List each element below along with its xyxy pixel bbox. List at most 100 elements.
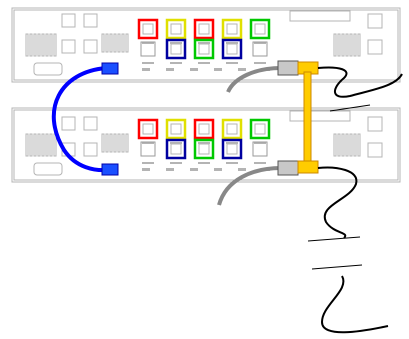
module-label-mark [226, 142, 238, 144]
module-label-mark [142, 142, 154, 144]
black-cord-upper [317, 66, 403, 98]
vent-slot [49, 33, 53, 57]
vent-slot [29, 133, 33, 157]
module-block-bottom-5 [252, 41, 268, 57]
vent-slot [25, 33, 29, 57]
vent-slot [337, 33, 341, 57]
vent-slot [41, 133, 45, 157]
blue-link-cable [51, 66, 109, 173]
module-label-mark [226, 162, 238, 164]
vent-slot [117, 133, 121, 153]
break-mark-lower [311, 264, 363, 270]
blue-connector-upper [101, 62, 119, 75]
vent-slot [105, 33, 109, 53]
upper-serial-connector [33, 62, 63, 76]
module-label-mark [254, 62, 266, 64]
lower-serial-connector [33, 162, 63, 176]
vent-slot [109, 133, 113, 153]
module-block-bottom-4 [221, 38, 243, 60]
vent-slot [117, 33, 121, 53]
module-label-mark [226, 62, 238, 64]
pictogram-mark [166, 68, 174, 71]
pictogram-mark [238, 68, 246, 71]
pictogram-mark [238, 168, 246, 171]
power-plug-upper [277, 60, 299, 76]
module-block-bottom-3 [193, 138, 215, 160]
module-block-bottom-1 [140, 41, 156, 57]
vent-slot [353, 33, 357, 57]
module-block-bottom-5 [252, 141, 268, 157]
module-block-bottom-3 [193, 38, 215, 60]
upper-right-vent [333, 33, 361, 57]
module-port [198, 43, 210, 55]
module-port [198, 143, 210, 155]
lower-module-blocks [137, 118, 271, 171]
module-block-bottom-1 [140, 141, 156, 157]
chassis-lower [11, 107, 401, 183]
yellow-bridge-bottom [297, 160, 319, 174]
vent-slot [25, 133, 29, 157]
lower-left-vent [25, 133, 129, 157]
module-label-mark [142, 62, 154, 64]
module-block-top-5 [249, 18, 271, 40]
vent-slot [121, 133, 125, 153]
module-port [226, 123, 238, 135]
module-port [142, 123, 154, 135]
module-label-mark [254, 162, 266, 164]
module-block-bottom-2 [165, 138, 187, 160]
black-cord-tail [320, 275, 389, 334]
module-block-top-2 [165, 118, 187, 140]
module-label-mark [170, 42, 182, 44]
black-cord-lower [317, 166, 358, 239]
vent-slot [341, 133, 345, 157]
module-port [198, 123, 210, 135]
module-block-top-5 [249, 118, 271, 140]
module-block-top-4 [221, 18, 243, 40]
module-block-bottom-4 [221, 138, 243, 160]
vent-slot [349, 133, 353, 157]
vent-slot [113, 133, 117, 153]
module-label-mark [142, 42, 154, 44]
vent-slot [125, 33, 129, 53]
vent-slot [345, 33, 349, 57]
vent-slot [45, 33, 49, 57]
vent-slot [357, 33, 361, 57]
module-block-top-1 [137, 118, 159, 140]
vent-slot [333, 33, 337, 57]
module-label-mark [198, 42, 210, 44]
vent-slot [41, 33, 45, 57]
module-port [226, 23, 238, 35]
vent-slot [105, 133, 109, 153]
module-label-mark [198, 62, 210, 64]
vent-slot [341, 33, 345, 57]
module-label-mark [254, 142, 266, 144]
vent-slot [49, 133, 53, 157]
upper-label-plate [289, 10, 351, 22]
vent-slot [29, 33, 33, 57]
vent-slot [113, 33, 117, 53]
module-block-top-1 [137, 18, 159, 40]
vent-slot [349, 33, 353, 57]
upper-port-a1 [61, 13, 76, 28]
module-block-top-3 [193, 18, 215, 40]
module-block-top-4 [221, 118, 243, 140]
module-label-mark [170, 162, 182, 164]
chassis-lower-inner [13, 109, 399, 181]
module-label-mark [198, 162, 210, 164]
upper-left-vent [25, 33, 129, 57]
pictogram-mark [214, 68, 222, 71]
module-port [226, 143, 238, 155]
module-port [170, 123, 182, 135]
vent-slot [45, 133, 49, 157]
break-mark-upper [329, 104, 371, 112]
module-port [198, 23, 210, 35]
pictogram-mark [142, 168, 150, 171]
vent-slot [101, 133, 105, 153]
module-label-mark [142, 162, 154, 164]
vent-slot [101, 33, 105, 53]
lower-label-plate [289, 110, 351, 122]
module-block-top-3 [193, 118, 215, 140]
upper-port-b1 [83, 13, 98, 28]
